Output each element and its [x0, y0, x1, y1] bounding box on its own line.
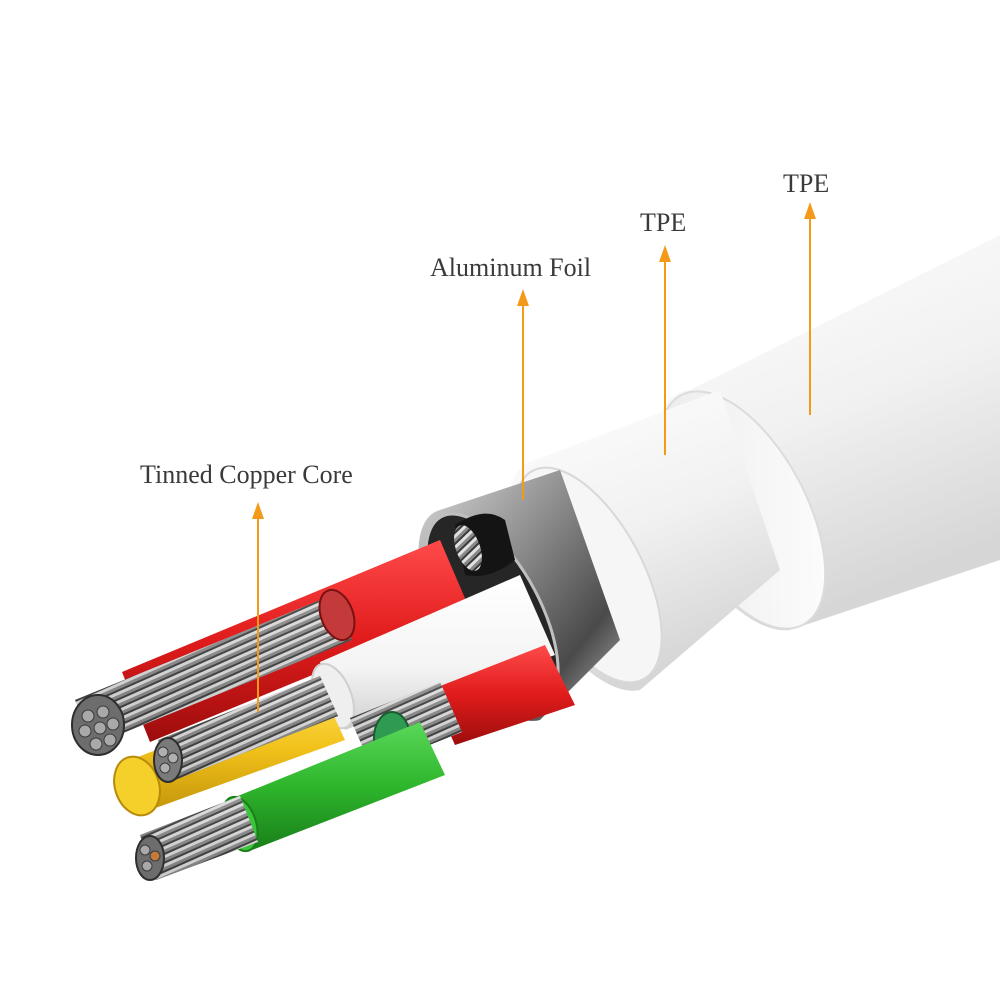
arrow-inner-tpe [659, 245, 671, 455]
label-inner-tpe: TPE [640, 208, 687, 237]
red-wire-top [71, 540, 470, 756]
label-outer-tpe: TPE [783, 169, 830, 198]
arrow-outer-tpe [804, 202, 816, 415]
yellow-wire [113, 676, 345, 817]
label-aluminum-foil: Aluminum Foil [430, 253, 592, 282]
arrow-copper-core [252, 502, 264, 712]
arrow-aluminum-foil [517, 289, 529, 500]
label-tinned-copper-core: Tinned Copper Core [140, 460, 353, 489]
green-wire [135, 722, 445, 881]
pointer-arrows [252, 202, 816, 712]
black-wire [454, 513, 515, 576]
